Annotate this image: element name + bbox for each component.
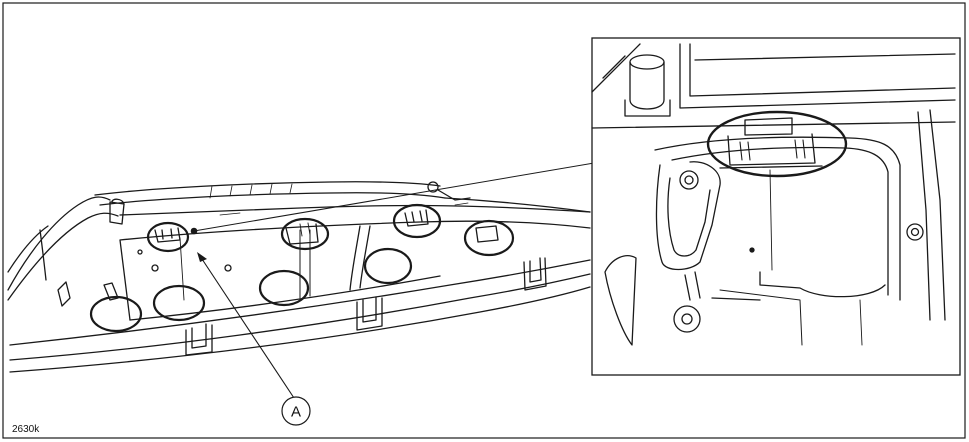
dashboard-panel bbox=[7, 181, 591, 373]
ellipse-clip-7 bbox=[152, 284, 206, 322]
ellipse-clip-2 bbox=[280, 217, 330, 251]
figure-reference-code: 2630k bbox=[12, 424, 40, 435]
ellipse-clip-3 bbox=[392, 203, 442, 239]
ellipse-clip-1 bbox=[146, 221, 190, 253]
arrow-head-icon bbox=[197, 252, 207, 262]
callout-circle bbox=[281, 396, 311, 426]
callout-a: A bbox=[197, 252, 311, 426]
inset-detail-view bbox=[591, 37, 961, 376]
ellipse-clip-5 bbox=[363, 247, 413, 285]
ellipse-clip-8 bbox=[89, 295, 143, 333]
inset-highlight-ellipse bbox=[706, 110, 848, 178]
ellipse-clip-4 bbox=[463, 219, 515, 257]
ellipse-clip-6 bbox=[258, 269, 310, 307]
inset-frame bbox=[591, 37, 961, 376]
callout-letter: A bbox=[291, 404, 301, 421]
callout-arrow bbox=[199, 255, 295, 399]
highlight-ellipses bbox=[89, 203, 515, 333]
